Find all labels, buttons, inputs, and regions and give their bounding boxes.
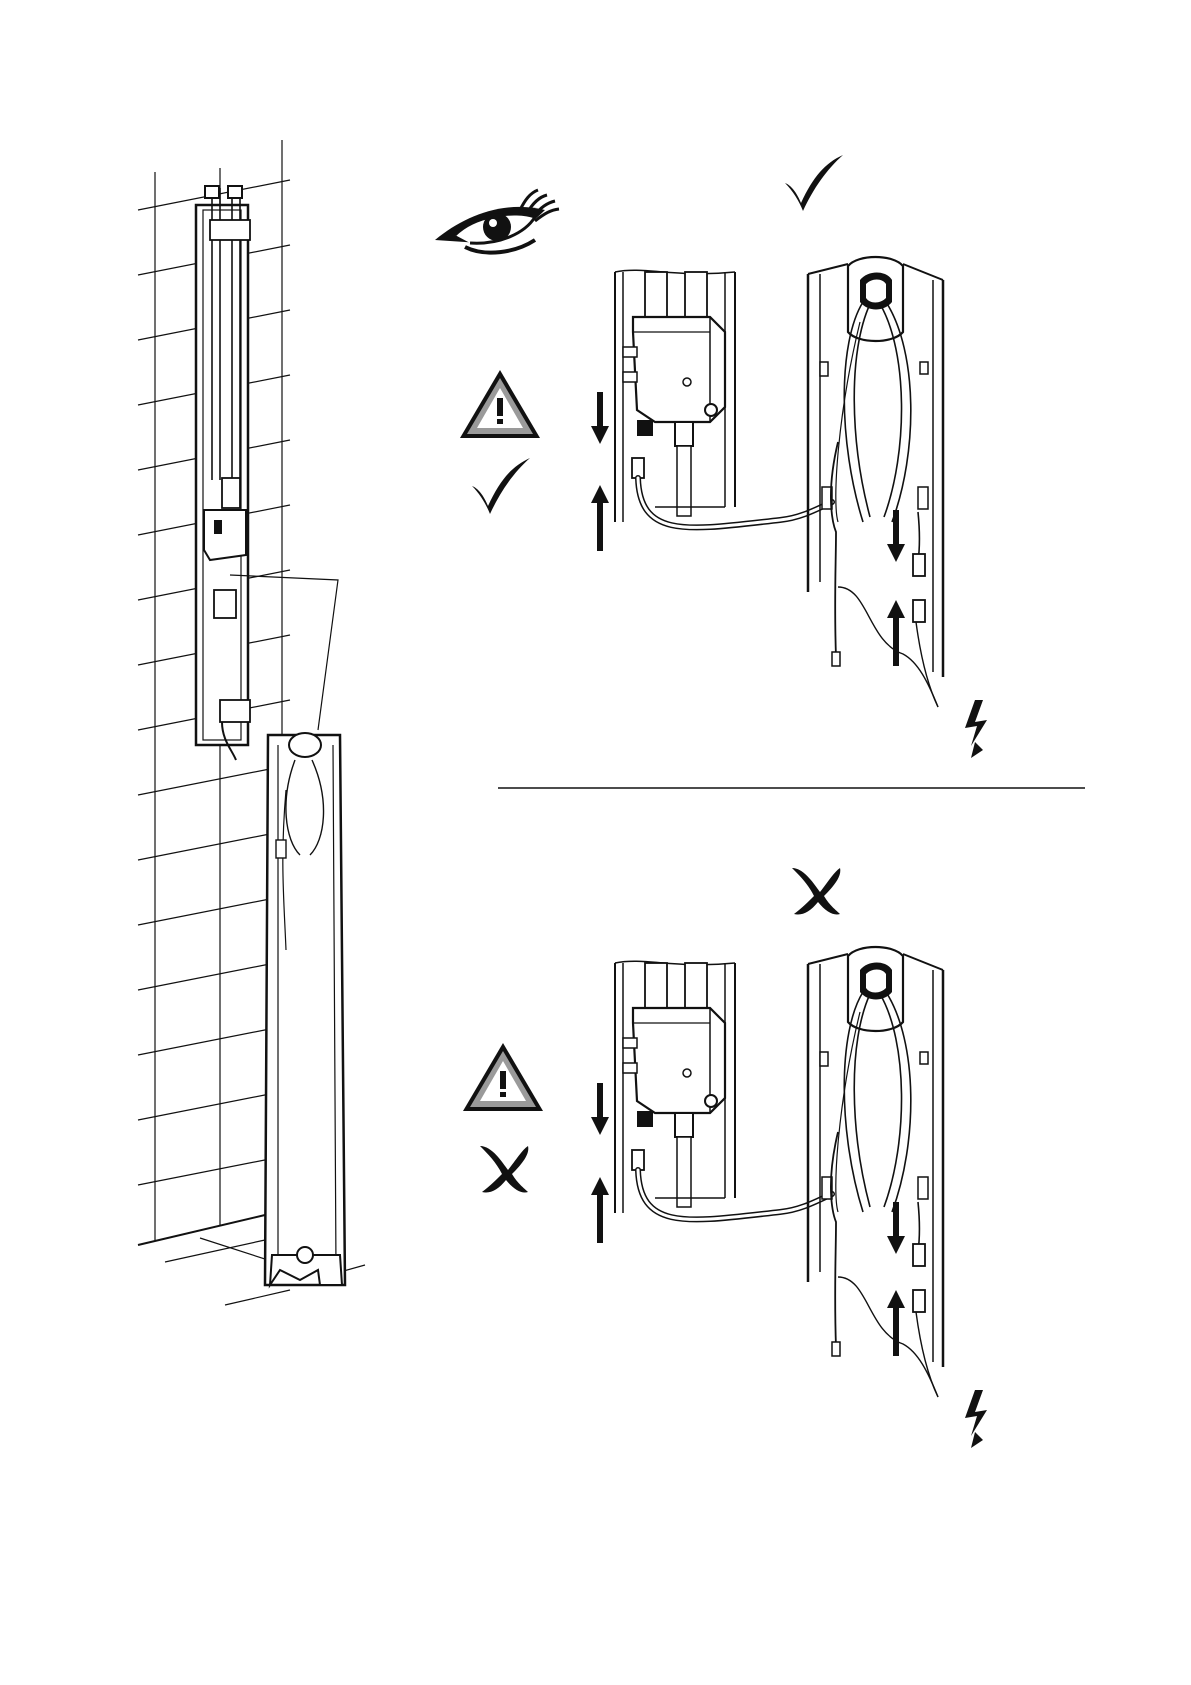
column-housing (265, 733, 345, 1285)
arrow-down-icon (887, 1202, 905, 1254)
panel-correct (435, 155, 987, 758)
panel-incorrect (463, 868, 987, 1448)
cross-icon (480, 1146, 528, 1193)
arrow-up-icon (591, 485, 609, 551)
valve-block-detail (615, 961, 735, 1213)
arrow-up-icon (591, 1177, 609, 1243)
cross-icon (792, 868, 840, 915)
arrow-up-icon (887, 600, 905, 666)
mounting-rail (196, 186, 250, 760)
warning-triangle-icon (463, 1043, 543, 1111)
checkmark-icon (472, 458, 530, 514)
arrow-up-icon (887, 1290, 905, 1356)
lightning-bolt-icon (965, 700, 987, 758)
valve-block-detail (615, 270, 735, 522)
arrow-down-icon (591, 392, 609, 444)
arrow-down-icon (887, 510, 905, 562)
column-housing-detail (808, 257, 943, 707)
eye-icon (435, 190, 559, 253)
arrow-down-icon (591, 1083, 609, 1135)
lightning-bolt-icon (965, 1390, 987, 1448)
warning-triangle-icon (460, 370, 540, 438)
connector-plug (632, 1150, 644, 1170)
column-housing-detail (808, 947, 943, 1397)
checkmark-icon (785, 155, 843, 211)
